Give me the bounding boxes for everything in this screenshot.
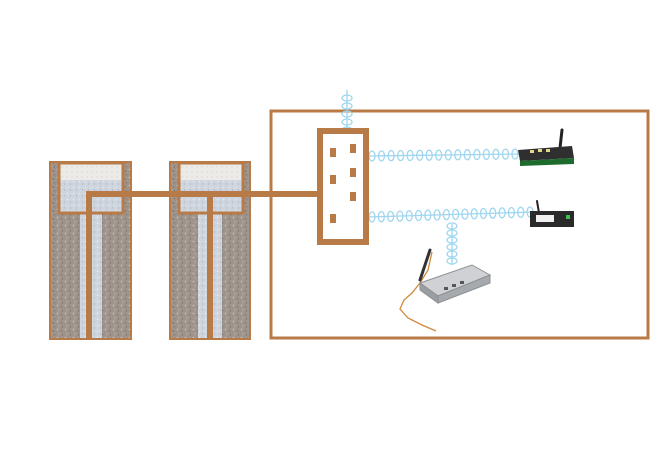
coil-down	[446, 222, 458, 265]
coil-mid	[368, 206, 534, 223]
connecting-pipe	[86, 191, 320, 197]
well-left	[49, 161, 132, 340]
control-enclosure	[269, 109, 650, 340]
sensor-manifold-icon	[317, 128, 369, 245]
wireless-router-icon	[518, 128, 574, 166]
signal-link-top	[367, 153, 521, 157]
coil-top	[368, 148, 519, 162]
wireless-router-icon	[530, 200, 574, 227]
signal-lines	[341, 90, 536, 265]
signal-link-mid	[367, 211, 536, 218]
iot-gateway-icon	[399, 248, 492, 332]
well-right	[169, 161, 251, 340]
